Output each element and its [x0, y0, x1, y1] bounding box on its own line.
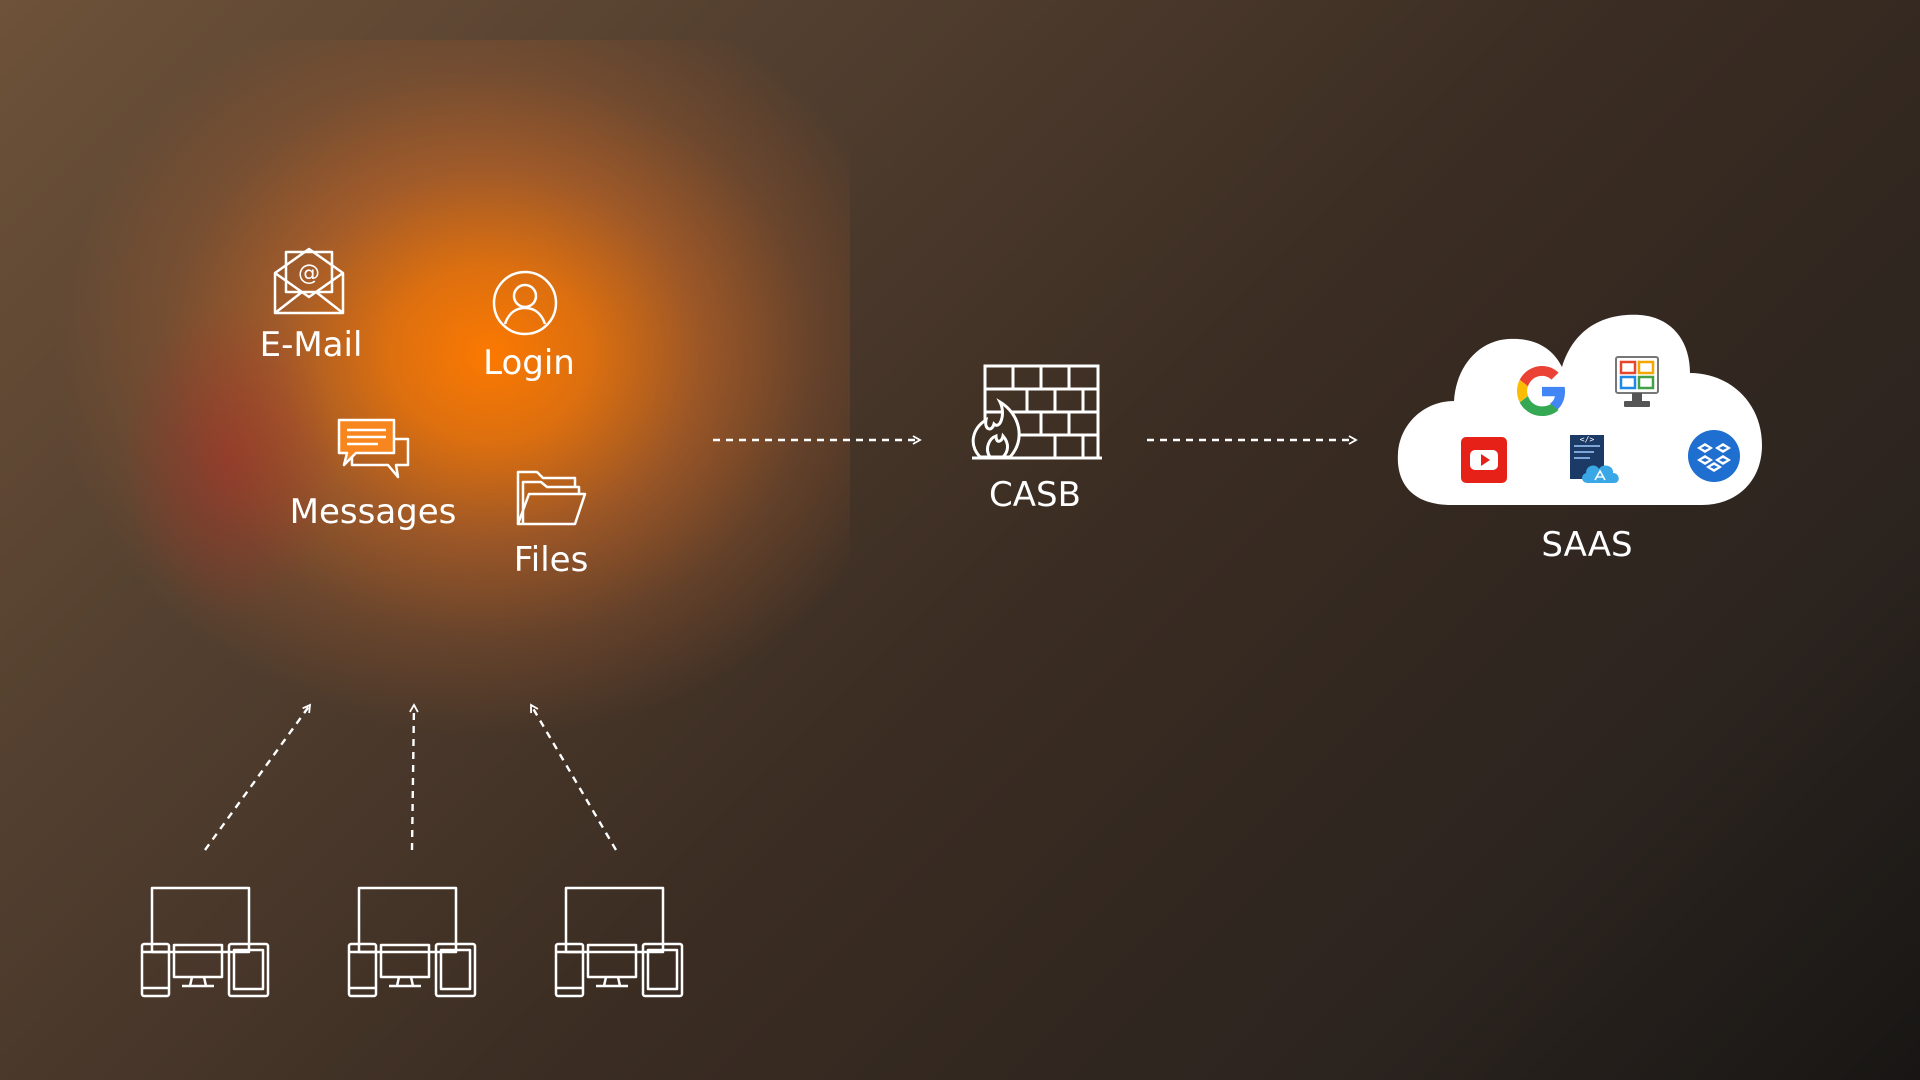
windows-desktop-icon	[1614, 355, 1660, 413]
multi-device-icon	[347, 886, 477, 998]
messages-label: Messages	[289, 492, 457, 532]
chat-bubbles-icon	[336, 417, 412, 483]
folder-icon	[515, 468, 587, 528]
casb-label: CASB	[989, 475, 1081, 515]
device-arrow-1	[204, 703, 312, 851]
multi-device-icon	[554, 886, 684, 998]
cloud-icon: </>	[1390, 305, 1770, 519]
multi-device-icon	[140, 886, 270, 998]
firewall-icon	[968, 362, 1104, 462]
saas-label: SAAS	[1541, 525, 1633, 565]
code-cloud-icon: </>	[1568, 433, 1624, 489]
email-icon: @	[272, 245, 346, 315]
svg-text:</>: </>	[1580, 435, 1595, 444]
login-label: Login	[483, 343, 575, 383]
device-arrow-2	[409, 703, 419, 851]
svg-text:@: @	[298, 261, 320, 286]
youtube-icon	[1461, 437, 1507, 487]
user-circle-icon	[492, 270, 558, 336]
google-icon	[1517, 366, 1567, 420]
files-label: Files	[513, 540, 589, 580]
dropbox-icon	[1687, 429, 1741, 487]
email-label: E-Mail	[259, 325, 363, 365]
device-arrow-3	[529, 703, 618, 851]
